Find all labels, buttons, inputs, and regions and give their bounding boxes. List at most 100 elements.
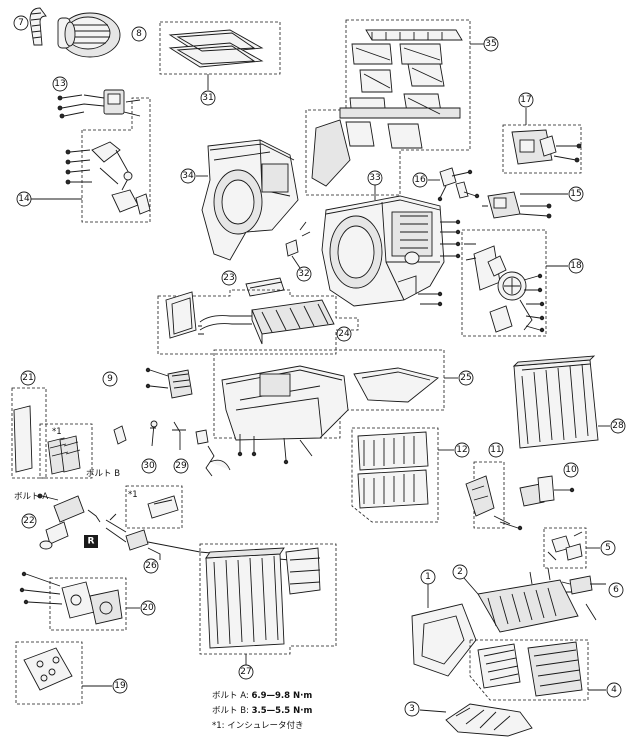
svg-text:26: 26 <box>145 561 157 571</box>
part-9-resistor <box>145 367 193 399</box>
svg-text:34: 34 <box>182 171 194 181</box>
part-32-grommet <box>285 221 311 269</box>
callout-30: 30 <box>141 458 157 474</box>
svg-text:2: 2 <box>457 567 463 577</box>
part-12-cartridges <box>351 427 454 523</box>
callout-11: 11 <box>488 442 504 458</box>
callout-18: 18 <box>568 258 584 274</box>
svg-text:12: 12 <box>456 445 467 455</box>
legend-insulator: *1: インシュレータ付き <box>212 721 304 731</box>
svg-text:9: 9 <box>107 374 113 384</box>
part-16-links <box>428 167 480 202</box>
insulator-mark-21: *1 <box>52 427 62 437</box>
svg-text:11: 11 <box>490 445 501 455</box>
callout-27: 27 <box>238 664 254 680</box>
callout-26: 26 <box>143 558 159 574</box>
callout-8: 8 <box>131 26 147 42</box>
torque-legend: ボルト A: 6.9—9.8 N·m ボルト B: 3.5—5.5 N·m *1… <box>212 689 312 734</box>
part-7-hose <box>29 7 47 46</box>
callout-9: 9 <box>102 371 118 387</box>
svg-text:28: 28 <box>612 421 624 431</box>
callouts: 7 8 13 14 31 34 35 17 16 33 15 32 23 18 … <box>13 15 626 717</box>
part-22-sensor <box>37 493 101 550</box>
svg-text:18: 18 <box>570 261 582 271</box>
callout-2: 2 <box>452 564 468 580</box>
svg-text:5: 5 <box>605 543 611 553</box>
part-35-doors <box>305 19 484 196</box>
part-25-lower-case <box>213 349 458 465</box>
part-29-30-wires <box>113 420 231 477</box>
svg-text:7: 7 <box>18 18 24 28</box>
svg-text:31: 31 <box>202 93 213 103</box>
callout-15: 15 <box>568 186 584 202</box>
callout-28: 28 <box>610 418 626 434</box>
part-15-actuator <box>482 191 568 219</box>
part-8-blower-motor <box>57 12 121 58</box>
svg-text:16: 16 <box>414 175 426 185</box>
svg-text:6: 6 <box>613 585 619 595</box>
part-28-evaporator <box>512 355 610 449</box>
callout-1: 1 <box>420 569 436 585</box>
callout-10: 10 <box>563 462 579 478</box>
part-14-links <box>30 97 151 223</box>
legend-bolt-b: ボルト B: 3.5—5.5 N·m <box>212 706 313 716</box>
part-31-frames <box>159 21 281 90</box>
svg-text:19: 19 <box>114 681 126 691</box>
svg-text:25: 25 <box>460 373 471 383</box>
callout-4: 4 <box>606 682 622 698</box>
callout-32: 32 <box>296 266 312 282</box>
part-6-connector <box>561 575 606 595</box>
svg-text:22: 22 <box>23 516 34 526</box>
callout-21: 21 <box>20 370 36 386</box>
svg-text:21: 21 <box>22 373 33 383</box>
callout-5: 5 <box>600 540 616 556</box>
callout-31: 31 <box>200 90 216 106</box>
bolt-a-label: ボルト A <box>14 492 48 502</box>
svg-text:14: 14 <box>18 194 30 204</box>
callout-16: 16 <box>412 172 428 188</box>
svg-text:8: 8 <box>136 29 142 39</box>
svg-text:24: 24 <box>338 329 350 339</box>
part-13-actuator <box>57 89 141 119</box>
part-33-main-case <box>321 185 461 307</box>
part-4-vents <box>469 639 606 701</box>
part-11-bracket <box>465 461 523 531</box>
part-19-disc <box>15 641 112 705</box>
callout-22: 22 <box>21 513 37 529</box>
callout-35: 35 <box>483 36 499 52</box>
part-27-evaporator <box>199 543 337 665</box>
callout-20: 20 <box>140 600 156 616</box>
part-18-mode-link <box>461 229 568 337</box>
part-3-duct <box>419 703 533 737</box>
svg-text:33: 33 <box>369 173 380 183</box>
svg-text:32: 32 <box>298 269 309 279</box>
legend-bolt-a: ボルト A: 6.9—9.8 N·m <box>212 691 313 701</box>
r-tag: R <box>84 535 98 548</box>
part-24-heater-core <box>157 289 359 355</box>
callout-19: 19 <box>112 678 128 694</box>
svg-text:30: 30 <box>143 461 155 471</box>
callout-6: 6 <box>608 582 624 598</box>
part-20-doors <box>19 571 140 631</box>
callout-14: 14 <box>16 191 32 207</box>
part-17-actuator <box>502 108 582 174</box>
svg-text:10: 10 <box>565 465 577 475</box>
svg-text:17: 17 <box>520 95 531 105</box>
insulator-mark-26: *1 <box>128 490 138 500</box>
svg-text:3: 3 <box>409 704 415 714</box>
part-2-duct <box>463 567 597 633</box>
svg-text:27: 27 <box>240 667 251 677</box>
callout-29: 29 <box>173 458 189 474</box>
svg-text:4: 4 <box>611 685 617 695</box>
svg-text:20: 20 <box>142 603 154 613</box>
callout-23: 23 <box>221 270 237 286</box>
callout-24: 24 <box>336 326 352 342</box>
part-21-filter <box>11 387 93 479</box>
svg-text:13: 13 <box>54 79 65 89</box>
callout-12: 12 <box>454 442 470 458</box>
svg-text:29: 29 <box>175 461 187 471</box>
bolt-b-label: ボルト B <box>86 469 120 479</box>
part-26-block <box>105 485 291 561</box>
